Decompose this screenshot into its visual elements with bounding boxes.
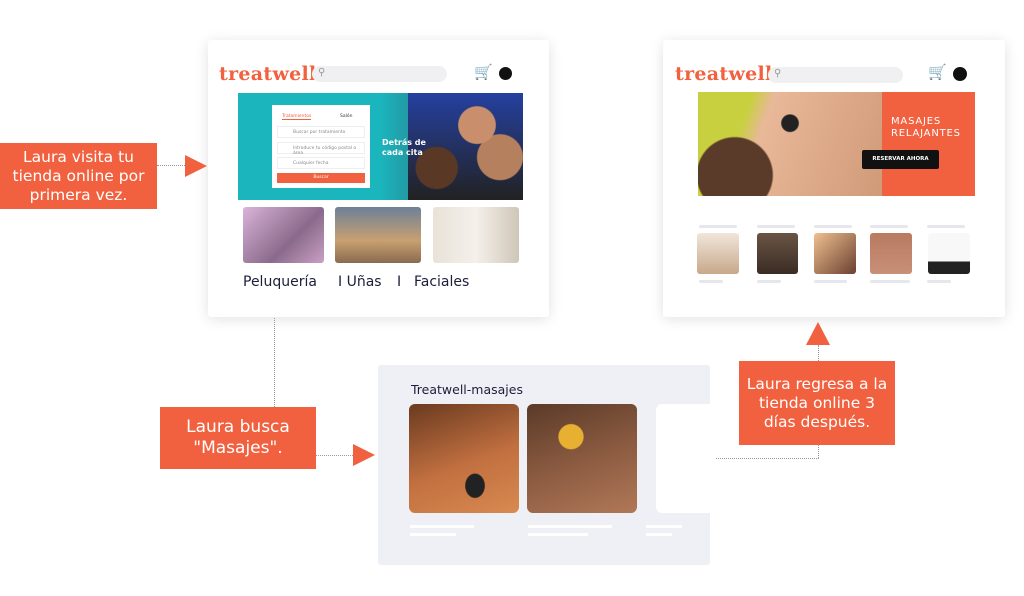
therapist-photo[interactable]: [928, 233, 970, 274]
cart-icon[interactable]: 🛒: [928, 63, 947, 81]
category-hair[interactable]: Peluquería: [243, 274, 317, 290]
connector-line: [818, 445, 819, 458]
placeholder-line: [927, 280, 951, 283]
spa-room-photo[interactable]: [697, 233, 739, 274]
connector-line: [157, 165, 185, 166]
tab-treatments[interactable]: Tratamientos: [282, 114, 312, 120]
user-icon[interactable]: [953, 67, 967, 81]
placeholder-line: [757, 225, 795, 228]
callout-search: Laura busca "Masajes".: [160, 407, 316, 469]
placeholder-line: [699, 280, 723, 283]
placeholder-line: [528, 525, 612, 528]
placeholder-line: [699, 225, 737, 228]
arrow-up-icon: [806, 322, 830, 345]
back-massage-photo[interactable]: [870, 233, 912, 274]
hot-stone-result[interactable]: [409, 404, 519, 513]
arrow-right-icon: [185, 155, 207, 177]
search-icon: ⚲: [774, 68, 782, 79]
oil-massage-result[interactable]: [527, 404, 637, 513]
search-results-panel: Treatwell-masajes: [378, 365, 710, 565]
location-field[interactable]: Introduce tu código postal o área: [277, 142, 365, 156]
result-card-placeholder[interactable]: [656, 404, 710, 513]
treatwell-logo[interactable]: treatwell: [675, 63, 773, 85]
results-title: Treatwell-masajes: [411, 382, 523, 397]
nails-photo: [335, 207, 421, 263]
date-field[interactable]: Cualquier fecha: [277, 157, 365, 169]
placeholder-line: [528, 533, 588, 536]
placeholder-line: [646, 525, 682, 528]
placeholder-line: [757, 280, 781, 283]
tab-salon[interactable]: Salón: [340, 114, 353, 119]
placeholder-line: [410, 525, 474, 528]
user-icon[interactable]: [499, 67, 512, 80]
face-massage-photo[interactable]: [814, 233, 856, 274]
category-nails[interactable]: I Uñas: [338, 274, 382, 290]
placeholder-line: [870, 280, 910, 283]
placeholder-line: [814, 280, 847, 283]
search-icon: ⚲: [318, 67, 326, 78]
placeholder-line: [646, 533, 672, 536]
connector-line: [274, 318, 275, 407]
hero-text: Detrás de cada cita: [382, 138, 426, 157]
massage-banner: MASAJES RELAJANTES RESERVAR AHORA: [698, 92, 975, 196]
callout-first-visit: Laura visita tu tienda online por primer…: [0, 143, 157, 209]
connector-line: [316, 455, 353, 456]
banner-title: MASAJES RELAJANTES: [891, 116, 961, 139]
search-input[interactable]: ⚲: [312, 66, 447, 82]
callout-return: Laura regresa a la tienda online 3 días …: [739, 361, 895, 445]
placeholder-line: [870, 225, 908, 228]
placeholder-line: [927, 225, 965, 228]
arrow-right-icon: [353, 444, 375, 466]
treatment-field[interactable]: Buscar por tratamiento: [277, 126, 365, 138]
first-visit-screen: treatwell ⚲ 🛒 Detrás de cada cita Tratam…: [208, 40, 549, 317]
placeholder-line: [410, 533, 456, 536]
cart-icon[interactable]: 🛒: [474, 63, 493, 81]
hot-stone-photo: [698, 92, 882, 196]
category-facials[interactable]: Faciales: [414, 274, 470, 290]
connector-line: [716, 458, 819, 459]
search-button[interactable]: Buscar: [277, 173, 365, 183]
banner-panel: [882, 92, 975, 196]
search-input[interactable]: ⚲: [768, 67, 903, 83]
salon-photo: [243, 207, 324, 263]
placeholder-line: [814, 225, 852, 228]
hero-people-photo: [408, 93, 523, 200]
search-form: Tratamientos Salón Buscar por tratamient…: [272, 105, 370, 188]
hero-banner: Detrás de cada cita Tratamientos Salón B…: [238, 93, 523, 200]
connector-line: [818, 345, 819, 361]
facial-photo: [433, 207, 519, 263]
return-visit-screen: treatwell ⚲ 🛒 MASAJES RELAJANTES RESERVA…: [663, 40, 1005, 317]
treatwell-logo[interactable]: treatwell: [219, 63, 317, 85]
category-divider: I: [397, 274, 402, 290]
book-now-button[interactable]: RESERVAR AHORA: [862, 150, 939, 169]
massage-table-photo[interactable]: [757, 233, 798, 274]
